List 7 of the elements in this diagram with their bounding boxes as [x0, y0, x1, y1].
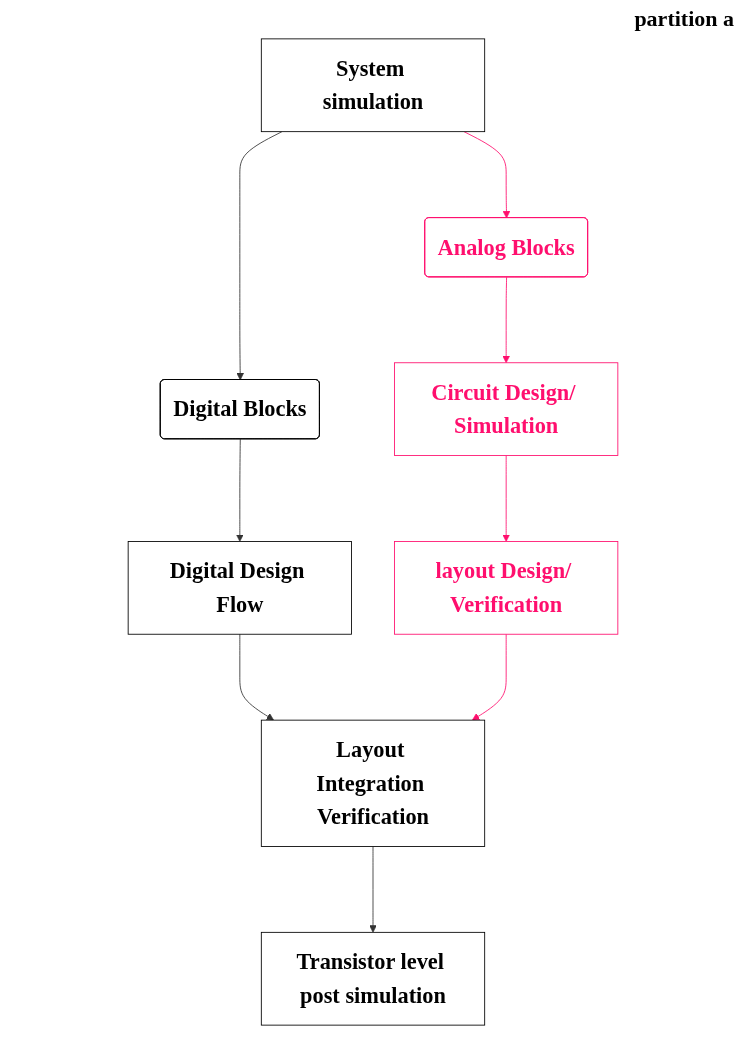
node-box: layout Design/ Verification [394, 541, 619, 635]
node-box: System simulation [260, 38, 486, 133]
node-box: Digital Design Flow [127, 541, 352, 635]
note-text: partition a [634, 6, 734, 31]
node-box: Layout Integration Verification [260, 719, 486, 847]
node-box: Transistor level post simulation [260, 931, 486, 1026]
node-box: Circuit Design/ Simulation [394, 362, 619, 456]
